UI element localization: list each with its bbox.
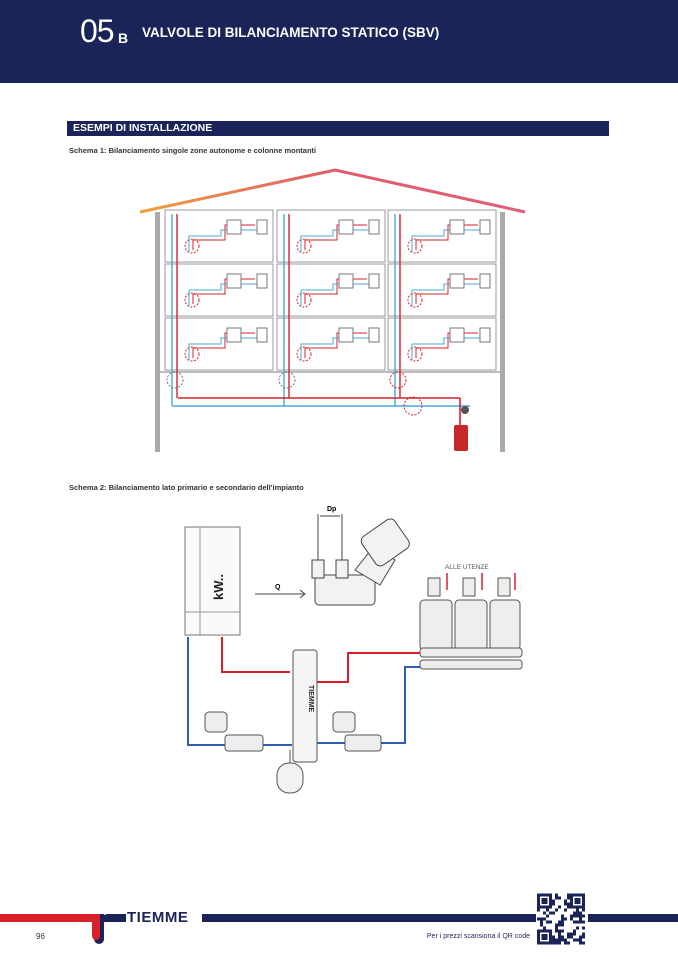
footer-brand-logo: TIEMME: [127, 909, 189, 926]
radiator-icon: [449, 327, 465, 343]
flow-label: Q: [275, 584, 281, 591]
apartment-unit: [164, 317, 274, 371]
boiler-unit: [184, 526, 241, 636]
apartment-unit: [387, 317, 497, 371]
riser-valve-marker: [166, 371, 184, 389]
radiator-icon: [226, 219, 242, 235]
apartment-unit: [276, 263, 386, 317]
footer-logo-stem-red: [92, 914, 100, 940]
radiator-icon: [449, 273, 465, 289]
primary-balancing-valve: [204, 711, 264, 752]
apartment-unit: [164, 209, 274, 263]
valve-marker: [184, 238, 200, 254]
apartment-unit: [164, 263, 274, 317]
radiator-icon: [256, 219, 268, 235]
apartment-unit: [276, 209, 386, 263]
secondary-return-pipe: [315, 666, 420, 744]
boiler-label: kW..: [211, 574, 226, 600]
chapter-letter: B: [118, 30, 129, 46]
valve-marker: [184, 346, 200, 362]
radiator-icon: [368, 273, 380, 289]
section-header: ESEMPI DI INSTALLAZIONE: [67, 121, 609, 136]
chapter-title: VALVOLE DI BILANCIAMENTO STATICO (SBV): [142, 25, 440, 40]
radiator-icon: [368, 219, 380, 235]
secondary-balancing-valve: [332, 711, 382, 752]
radiator-icon: [338, 273, 354, 289]
footer-red-line: [0, 914, 98, 922]
page-number: 96: [36, 932, 45, 941]
footer-navy-line: [202, 914, 536, 922]
qr-code-icon[interactable]: [537, 893, 585, 945]
radiator-icon: [479, 327, 491, 343]
qr-caption: Per i prezzi scansiona il QR code: [426, 933, 530, 940]
footer-navy-line-right: [588, 914, 678, 922]
radiator-icon: [338, 219, 354, 235]
building-wall-left: [155, 212, 160, 452]
valve-marker: [296, 238, 312, 254]
radiator-icon: [449, 219, 465, 235]
expansion-vessel: [276, 750, 304, 794]
manifold-illustration: [419, 577, 523, 670]
radiator-icon: [256, 327, 268, 343]
section-title: ESEMPI DI INSTALLAZIONE: [73, 122, 213, 134]
secondary-supply-pipe: [315, 652, 420, 683]
valve-marker: [407, 346, 423, 362]
apartment-unit: [387, 209, 497, 263]
hydraulic-separator: [292, 649, 318, 763]
radiator-icon: [479, 273, 491, 289]
valve-marker: [407, 292, 423, 308]
riser-valve-marker: [278, 371, 296, 389]
dp-label: Dp: [327, 506, 336, 513]
building-wall-right: [500, 212, 505, 452]
apartment-units: [164, 209, 497, 406]
primary-return-pipe: [187, 637, 292, 746]
radiator-icon: [226, 273, 242, 289]
chapter-number: 05: [80, 13, 115, 49]
radiator-icon: [479, 219, 491, 235]
valve-marker: [184, 292, 200, 308]
valve-marker: [296, 292, 312, 308]
balancing-valve-illustration: [311, 518, 410, 606]
schema1-caption: Schema 1: Bilanciamento singole zone aut…: [69, 146, 317, 155]
radiator-icon: [338, 327, 354, 343]
valve-marker: [407, 238, 423, 254]
radiator-icon: [368, 327, 380, 343]
separator-brand: TIEMME: [307, 685, 314, 713]
apartment-unit: [276, 317, 386, 371]
radiator-icon: [256, 273, 268, 289]
riser-valve-marker: [389, 371, 407, 389]
valve-marker: [296, 346, 312, 362]
page-header: 05 B VALVOLE DI BILANCIAMENTO STATICO (S…: [0, 0, 678, 83]
primary-supply-pipe: [221, 637, 290, 673]
radiator-icon: [226, 327, 242, 343]
boiler: [454, 425, 468, 451]
footer-logo-cap: [100, 914, 126, 922]
users-label: ALLE UTENZE: [445, 564, 489, 571]
roof: [139, 168, 526, 214]
apartment-unit: [387, 263, 497, 317]
schema2-caption: Schema 2: Bilanciamento lato primario e …: [69, 483, 304, 492]
